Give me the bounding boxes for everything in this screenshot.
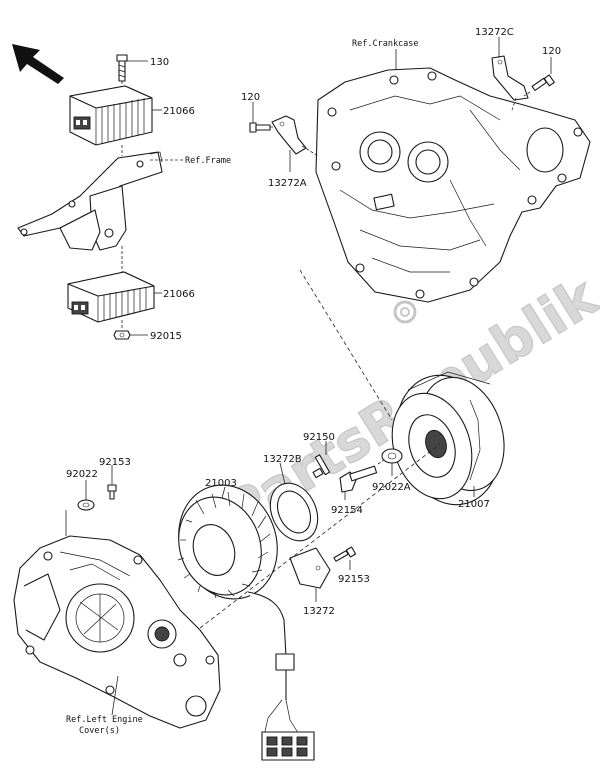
washer-92022-icon — [77, 499, 95, 511]
electrical-connector-icon — [261, 731, 315, 761]
bolt-120-left-icon — [249, 122, 271, 133]
frame-bracket-icon — [17, 151, 163, 251]
rotor-flywheel-icon — [391, 371, 505, 506]
label-21066-lower: 21066 — [163, 289, 195, 300]
bolt-130-icon — [116, 54, 128, 82]
label-13272B: 13272B — [263, 454, 302, 465]
washer-92022A-icon — [381, 448, 403, 464]
bolt-120-right-icon — [531, 74, 555, 92]
front-direction-arrow-icon — [12, 44, 64, 84]
label-92022: 92022 — [66, 469, 98, 480]
label-ref-engine-cover-line2: Cover(s) — [79, 726, 120, 736]
bolt-92154-icon — [339, 465, 378, 493]
regulator-rectifier-lower-icon — [67, 271, 155, 323]
wire-harness-icon — [247, 591, 301, 737]
label-13272C: 13272C — [475, 27, 514, 38]
bolt-92153-upper-icon — [107, 484, 117, 500]
label-92153-lower: 92153 — [338, 574, 370, 585]
label-ref-engine-cover-line1: Ref.Left Engine — [66, 715, 143, 725]
label-120-right: 120 — [542, 46, 561, 57]
label-13272A: 13272A — [268, 178, 307, 189]
bolt-92150-icon — [312, 454, 331, 479]
label-92022A: 92022A — [372, 482, 411, 493]
grommet-plate-13272B-icon — [269, 482, 319, 542]
label-21066-upper: 21066 — [163, 106, 195, 117]
label-21003: 21003 — [205, 478, 237, 489]
label-92015: 92015 — [150, 331, 182, 342]
stator-coil-icon — [177, 484, 278, 600]
label-130: 130 — [150, 57, 169, 68]
bolt-92153-lower-icon — [333, 546, 357, 562]
label-92153-upper: 92153 — [99, 457, 131, 468]
label-13272: 13272 — [303, 606, 335, 617]
clamp-13272C-icon — [491, 55, 529, 101]
watermark-gear-icon — [393, 300, 417, 324]
label-92150: 92150 — [303, 432, 335, 443]
label-21007: 21007 — [458, 499, 490, 510]
clamp-13272A-icon — [271, 115, 307, 155]
crankcase-icon — [315, 67, 591, 303]
label-120-left: 120 — [241, 92, 260, 103]
label-ref-crankcase: Ref.Crankcase — [352, 39, 419, 49]
label-ref-frame: Ref.Frame — [185, 156, 231, 166]
label-92154: 92154 — [331, 505, 363, 516]
left-engine-cover-icon — [13, 535, 221, 729]
clamp-13272-icon — [289, 547, 331, 589]
regulator-rectifier-upper-icon — [69, 85, 153, 146]
nut-92015-icon — [113, 330, 131, 340]
